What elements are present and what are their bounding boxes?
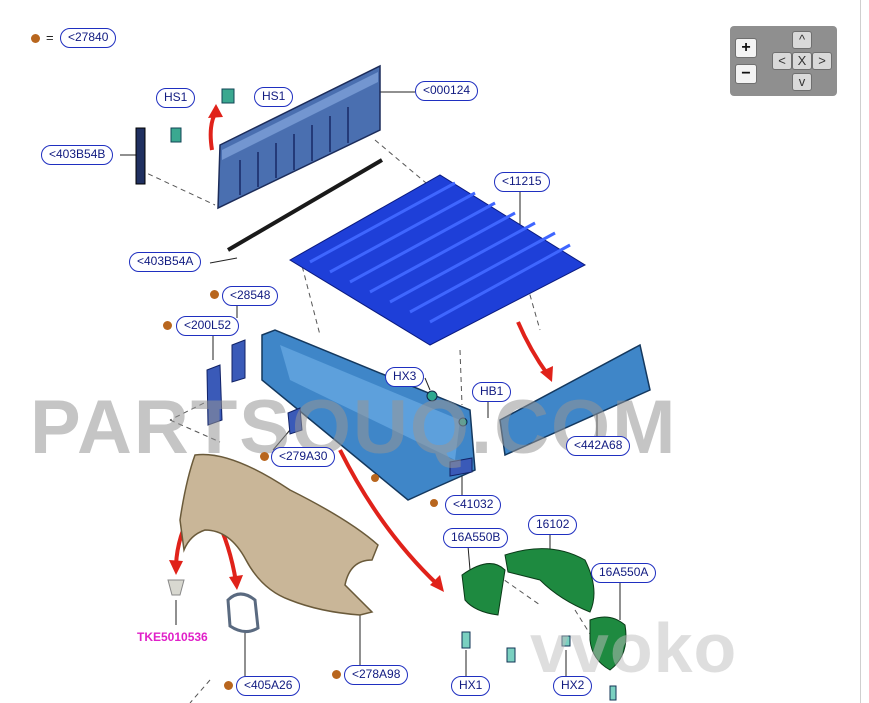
marker-dot-279a30 [260,452,269,461]
callout-hx3[interactable]: HX3 [385,367,425,387]
reset-view-icon[interactable]: X [792,52,812,70]
callout-200l52[interactable]: <200L52 [176,316,240,336]
rear-fender [179,453,379,616]
page-right-border [860,0,861,703]
pan-down-icon[interactable]: v [792,73,812,91]
callout-hx2[interactable]: HX2 [553,676,593,696]
fastener-parts [426,390,468,427]
marker-dot-200l52 [163,321,172,330]
marker-dot-28548 [210,290,219,299]
red-arrowheads [169,104,553,592]
pan-left-icon[interactable]: < [772,52,792,70]
hs1-clip-parts [170,88,235,143]
marker-dots [371,474,438,507]
pan-up-icon[interactable]: ^ [792,31,812,49]
callout-41032[interactable]: <41032 [445,495,502,515]
wheel-liners [461,548,627,671]
tailgate-panel [217,64,381,210]
callout-403b54a[interactable]: <403B54A [129,252,202,272]
wheel-trim-piece [226,592,260,633]
callout-hs1-left[interactable]: HS1 [156,88,196,108]
small-brackets [206,339,473,477]
zoom-out-button[interactable]: − [735,64,757,84]
callout-27840[interactable]: <27840 [60,28,117,48]
weatherstrip-rod [226,158,384,252]
callout-hs1-right[interactable]: HS1 [254,87,294,107]
side-rail-bracket [135,127,146,185]
floor-frame-ribs [309,181,571,324]
callout-405a26[interactable]: <405A26 [236,676,301,696]
tke-clip [167,579,185,596]
legend-dot [31,34,40,43]
callout-278a98[interactable]: <278A98 [344,665,409,685]
bed-side-panel [261,329,476,501]
leader-lines [120,91,621,676]
hx-fasteners [461,631,617,701]
zoom-in-button[interactable]: + [735,38,757,58]
legend-equals: = [46,30,54,45]
code-tke5010536[interactable]: TKE5010536 [137,630,208,644]
zoom-pan-control: + − ^ < X > v [730,26,837,96]
callout-279a30[interactable]: <279A30 [271,447,336,467]
marker-dot-405a26 [224,681,233,690]
pan-right-icon[interactable]: > [812,52,832,70]
front-bed-panel [499,343,651,457]
callout-403b54b[interactable]: <403B54B [41,145,114,165]
callout-442a68[interactable]: <442A68 [566,436,631,456]
marker-dot-278a98 [332,670,341,679]
callout-000124[interactable]: <000124 [415,81,479,101]
callout-16102[interactable]: 16102 [528,515,578,535]
callout-16a550b[interactable]: 16A550B [443,528,509,548]
floor-frame [289,174,587,346]
callout-hb1[interactable]: HB1 [472,382,512,402]
callout-hx1[interactable]: HX1 [451,676,491,696]
callout-28548[interactable]: <28548 [222,286,279,306]
callout-16a550a[interactable]: 16A550A [591,563,657,583]
callout-11215[interactable]: <11215 [494,172,550,192]
